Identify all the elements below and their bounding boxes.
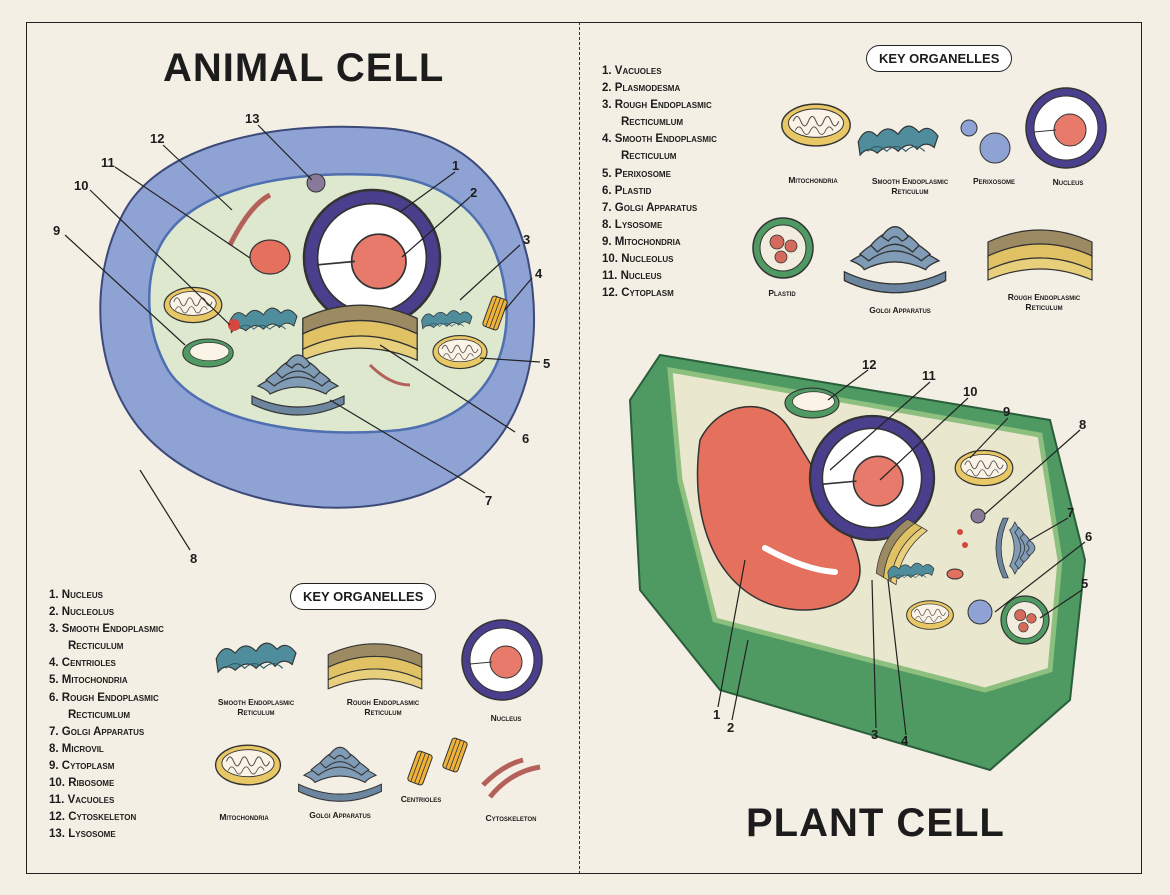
legend-item: 11. Nucleus <box>602 270 662 283</box>
page-divider <box>579 22 580 874</box>
plant-callout-9: 9 <box>1003 404 1011 419</box>
plant-callout-12: 12 <box>862 357 877 372</box>
legend-item: 4. Centrioles <box>49 657 116 670</box>
legend-item: 1. Vacuoles <box>602 65 662 77</box>
legend-item: 10. Ribosome <box>49 777 115 790</box>
animal-callout-4: 4 <box>535 266 543 281</box>
animal-callout-5: 5 <box>543 356 551 371</box>
plant-callout-8: 8 <box>1079 417 1087 432</box>
legend-item: 2. Plasmodesma <box>602 82 681 95</box>
legend-item-continued: Recticumlum <box>621 116 684 129</box>
animal-key-caption-cytoskeleton: Cytoskeleton <box>485 813 537 823</box>
animal-callout-7: 7 <box>485 493 493 508</box>
animal-callout-11: 11 <box>101 155 115 170</box>
legend-item-continued: Recticumlum <box>68 708 131 721</box>
plant-callout-1: 1 <box>713 707 721 722</box>
animal-callout-6: 6 <box>522 431 530 446</box>
plant-key-caption-plastid: Plastid <box>768 288 796 298</box>
animal-key-caption-centrioles: Centrioles <box>400 794 442 804</box>
legend-item: 7. Golgi Apparatus <box>49 725 145 738</box>
legend-item: 5. Mitochondria <box>49 674 128 687</box>
legend-item: 10. Nucleolus <box>602 253 674 266</box>
plant-callout-3: 3 <box>871 727 879 742</box>
plant-key-caption-golgi: Golgi Apparatus <box>869 305 931 315</box>
plant-callout-5: 5 <box>1081 576 1089 591</box>
plant-callout-11: 11 <box>922 368 936 383</box>
animal-callout-2: 2 <box>470 185 478 200</box>
legend-item: 6. Plastid <box>602 184 652 197</box>
legend-item: 12. Cytoplasm <box>602 287 674 300</box>
legend-item: 6. Rough Endoplasmic <box>49 691 159 704</box>
legend-item: 3. Smooth Endoplasmic <box>49 623 164 636</box>
animal-callout-13: 13 <box>245 111 260 126</box>
animal-key-caption-golgi: Golgi Apparatus <box>309 810 371 820</box>
animal-key-organelles-title: KEY ORGANELLES <box>290 583 437 610</box>
plant-callout-7: 7 <box>1067 505 1075 520</box>
page-frame <box>26 22 1142 874</box>
animal-key-caption-mitochondria: Mitochondria <box>219 812 269 822</box>
plant-key-organelles-title: KEY ORGANELLES <box>866 45 1013 72</box>
plant-key-caption-mitochondria: Mitochondria <box>788 175 838 185</box>
plant-callout-lines <box>717 369 1086 736</box>
legend-item: 4. Smooth Endoplasmic <box>602 133 717 146</box>
legend-item: 8. Lysosome <box>602 218 663 231</box>
plant-key-caption-nucleus: Nucleus <box>1052 177 1084 187</box>
plant-callout-10: 10 <box>963 384 978 399</box>
plant-cell-title: PLANT CELL <box>746 801 1005 845</box>
legend-item: 7. Golgi Apparatus <box>602 201 698 214</box>
animal-key-caption-nucleus: Nucleus <box>490 713 522 723</box>
legend-item: 9. Cytoplasm <box>49 759 115 772</box>
legend-item: 9. Mitochondria <box>602 235 681 248</box>
animal-legend: 1. Nucleus 2. Nucleolus 3. Smooth Endopl… <box>49 587 164 843</box>
legend-item: 5. Perixosome <box>602 167 671 180</box>
plant-callout-6: 6 <box>1085 529 1093 544</box>
legend-item-continued: Recticulum <box>68 640 124 653</box>
plant-key-caption-perixosome: Perixosome <box>972 176 1016 186</box>
animal-callout-8: 8 <box>190 551 198 566</box>
legend-item: 13. Lysosome <box>49 828 116 841</box>
legend-item-continued: Recticulum <box>621 150 677 163</box>
animal-callout-3: 3 <box>523 232 531 247</box>
legend-item: 2. Nucleolus <box>49 606 115 619</box>
plant-callout-4: 4 <box>901 733 909 748</box>
legend-item: 11. Vacuoles <box>49 794 115 807</box>
animal-callout-12: 12 <box>150 131 165 146</box>
plant-cell-illustration <box>628 353 1087 772</box>
animal-callout-9: 9 <box>53 223 61 238</box>
plant-legend: 1. Vacuoles 2. Plasmodesma 3. Rough Endo… <box>602 63 717 302</box>
legend-item: 1. Nucleus <box>49 589 103 601</box>
animal-callout-10: 10 <box>74 178 89 193</box>
animal-cell-title: ANIMAL CELL <box>163 46 445 90</box>
animal-callout-1: 1 <box>452 158 460 173</box>
legend-item: 3. Rough Endoplasmic <box>602 99 712 112</box>
legend-item: 12. Cytoskeleton <box>49 811 137 824</box>
legend-item: 8. Microvil <box>49 742 104 755</box>
animal-callout-lines <box>64 124 541 551</box>
plant-callout-2: 2 <box>727 720 735 735</box>
animal-cell-illustration <box>99 125 535 509</box>
